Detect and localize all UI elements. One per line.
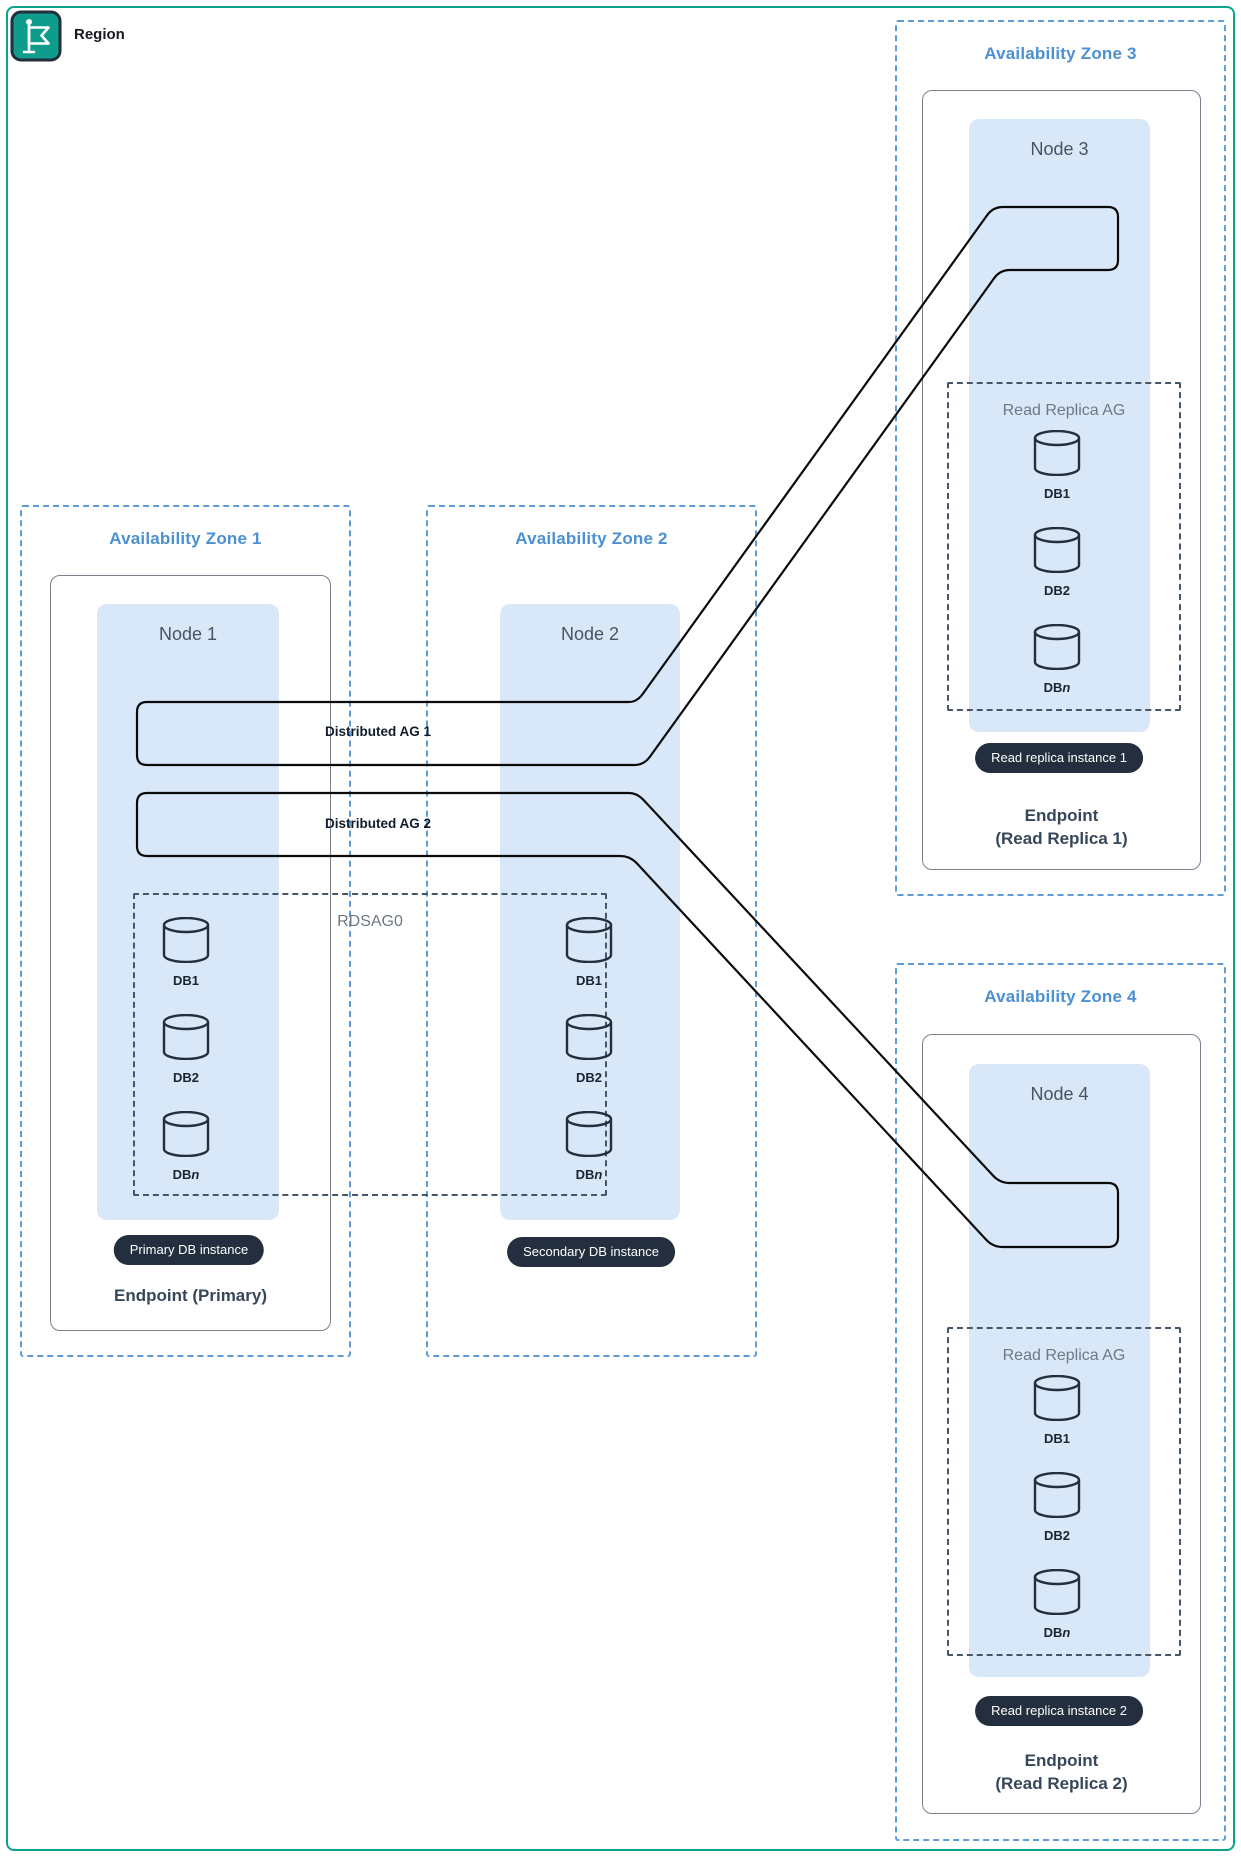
- db-label: DB2: [1043, 1528, 1070, 1543]
- db-cylinder-icon: [565, 1111, 613, 1157]
- read-replica-ag-label-1: Read Replica AG: [1002, 402, 1126, 419]
- distributed-ag1-label: Distributed AG 1: [324, 724, 431, 739]
- db-cylinder-icon: [1033, 1569, 1081, 1615]
- endpoint-read-replica-1-label: Endpoint (Read Replica 1): [923, 804, 1200, 850]
- db-label: DBn: [172, 1167, 200, 1182]
- endpoint-rr2-line1: Endpoint: [1024, 1751, 1099, 1770]
- read-replica-ag-box-2: Read Replica AG: [947, 1327, 1181, 1656]
- db-item: DBn: [1017, 1569, 1097, 1641]
- az1-label: Availability Zone 1: [109, 529, 262, 548]
- db-cylinder-icon: [1033, 1375, 1081, 1421]
- db-label: DB2: [172, 1070, 199, 1085]
- db-label: DB2: [1043, 583, 1070, 598]
- db-item: DBn: [549, 1111, 629, 1183]
- db-stack-read-replica-1: DB1 DB2 DBn: [1017, 430, 1097, 721]
- db-item: DB1: [1017, 430, 1097, 502]
- db-item: DB2: [549, 1014, 629, 1086]
- db-label: DBn: [1043, 680, 1071, 695]
- az2-label: Availability Zone 2: [515, 529, 668, 548]
- az4-label: Availability Zone 4: [984, 987, 1137, 1006]
- db-cylinder-icon: [162, 1111, 210, 1157]
- db-item: DB1: [146, 917, 226, 989]
- node4-label: Node 4: [1030, 1084, 1089, 1104]
- secondary-db-instance-badge: Secondary DB instance: [507, 1237, 675, 1267]
- db-cylinder-icon: [1033, 624, 1081, 670]
- db-item: DB2: [1017, 527, 1097, 599]
- db-label: DB1: [575, 973, 602, 988]
- db-item: DBn: [146, 1111, 226, 1183]
- db-label: DB1: [172, 973, 199, 988]
- db-cylinder-icon: [162, 917, 210, 963]
- endpoint-rr1-line2: (Read Replica 1): [995, 829, 1128, 848]
- node2-label: Node 2: [560, 624, 620, 644]
- db-item: DB1: [549, 917, 629, 989]
- db-label: DB1: [1043, 1431, 1070, 1446]
- az3-label: Availability Zone 3: [984, 44, 1137, 63]
- region-boundary: [6, 6, 1235, 1851]
- db-cylinder-icon: [1033, 430, 1081, 476]
- endpoint-read-replica-2-label: Endpoint (Read Replica 2): [923, 1749, 1200, 1795]
- db-cylinder-icon: [162, 1014, 210, 1060]
- read-replica-instance-1-badge: Read replica instance 1: [975, 743, 1143, 773]
- node1-label: Node 1: [158, 624, 218, 644]
- db-label: DB2: [575, 1070, 602, 1085]
- db-stack-node2: DB1 DB2 DBn: [549, 917, 629, 1208]
- db-stack-node1: DB1 DB2 DBn: [146, 917, 226, 1208]
- db-item: DB2: [146, 1014, 226, 1086]
- endpoint-rr1-line1: Endpoint: [1024, 806, 1099, 825]
- db-stack-read-replica-2: DB1 DB2 DBn: [1017, 1375, 1097, 1666]
- db-item: DB1: [1017, 1375, 1097, 1447]
- read-replica-instance-2-badge: Read replica instance 2: [975, 1696, 1143, 1726]
- region-label: Region: [74, 26, 125, 43]
- db-label: DBn: [1043, 1625, 1071, 1640]
- db-cylinder-icon: [1033, 1472, 1081, 1518]
- region-flag-icon: [10, 10, 62, 62]
- read-replica-ag-label-2: Read Replica AG: [1002, 1347, 1126, 1364]
- db-label: DB1: [1043, 486, 1070, 501]
- primary-db-instance-badge: Primary DB instance: [113, 1235, 265, 1265]
- distributed-ag2-label: Distributed AG 2: [324, 816, 431, 831]
- db-item: DBn: [1017, 624, 1097, 696]
- db-cylinder-icon: [565, 1014, 613, 1060]
- db-cylinder-icon: [565, 917, 613, 963]
- db-cylinder-icon: [1033, 527, 1081, 573]
- node3-label: Node 3: [1030, 139, 1089, 159]
- db-label: DBn: [575, 1167, 603, 1182]
- endpoint-rr2-line2: (Read Replica 2): [995, 1774, 1128, 1793]
- db-item: DB2: [1017, 1472, 1097, 1544]
- endpoint-primary-label: Endpoint (Primary): [113, 1286, 267, 1305]
